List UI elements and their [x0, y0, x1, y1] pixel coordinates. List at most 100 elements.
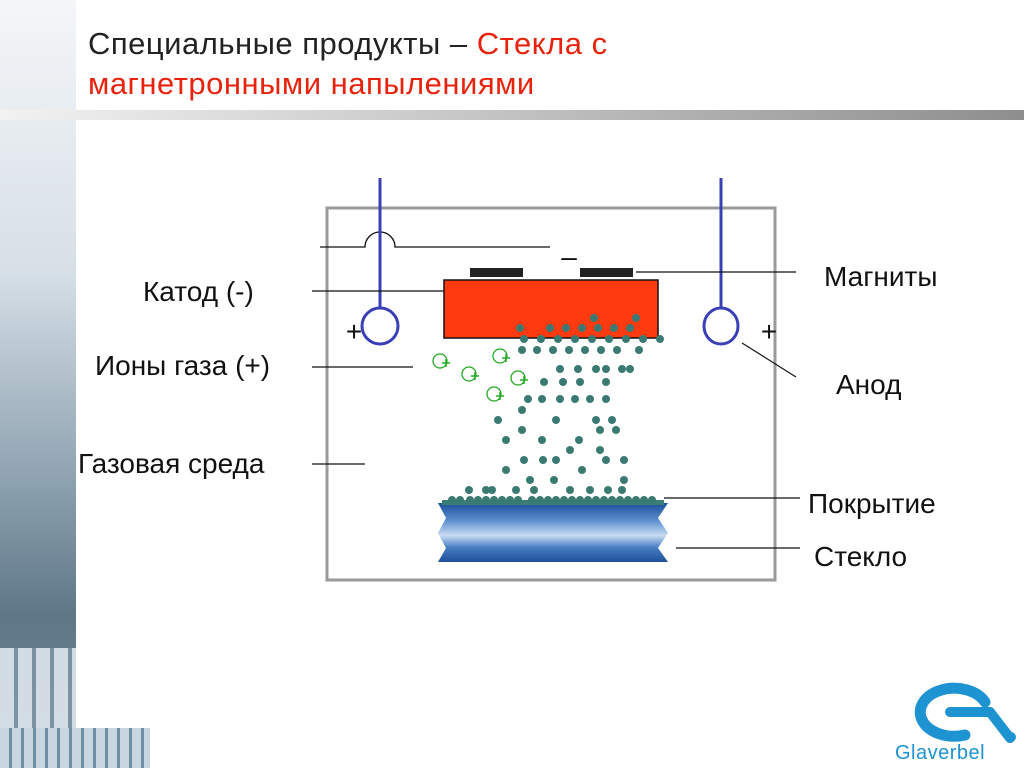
particle-dot — [576, 496, 584, 504]
particle-dot — [559, 378, 567, 386]
particle-dot — [626, 365, 634, 373]
particle-dot — [518, 406, 526, 414]
particle-dot — [594, 324, 602, 332]
particle-dot — [526, 476, 534, 484]
particle-dot — [482, 486, 490, 494]
magnet-left — [470, 268, 523, 277]
particle-dot — [552, 456, 560, 464]
particle-dot — [562, 324, 570, 332]
title-main: Специальные продукты – — [88, 26, 477, 61]
particle-dot — [514, 496, 522, 504]
particle-dot — [448, 496, 456, 504]
gas-inlet-line — [320, 231, 550, 248]
particle-dot — [544, 496, 552, 504]
label-magnets: Магниты — [824, 261, 938, 292]
gas-ion-icon — [432, 353, 450, 369]
particle-dot — [552, 496, 560, 504]
particle-dot — [575, 436, 583, 444]
right-anode-ring — [702, 306, 740, 346]
particle-dot — [602, 378, 610, 386]
particle-dot — [490, 496, 498, 504]
label-coating: Покрытие — [808, 488, 936, 519]
particle-dot — [512, 486, 520, 494]
particle-dot — [549, 346, 557, 354]
particle-dot — [592, 496, 600, 504]
particle-dot — [640, 496, 648, 504]
gas-ion-icon — [461, 366, 479, 382]
particle-dot — [465, 486, 473, 494]
particle-dot — [566, 446, 574, 454]
particle-dot — [596, 446, 604, 454]
label-gas-medium: Газовая среда — [78, 448, 265, 479]
particle-dot — [554, 335, 562, 343]
gas-ion-icon — [492, 348, 510, 364]
right-plus-sign: + — [761, 316, 777, 347]
particle-dot — [502, 466, 510, 474]
particle-dot — [524, 395, 532, 403]
particle-dot — [656, 335, 664, 343]
particle-dot — [635, 346, 643, 354]
particle-dot — [596, 426, 604, 434]
particle-dot — [498, 496, 506, 504]
particle-dot — [624, 496, 632, 504]
particle-dot — [456, 496, 464, 504]
particle-dot — [602, 456, 610, 464]
particle-dot — [648, 496, 656, 504]
particle-dot — [586, 395, 594, 403]
magnet-right — [580, 268, 633, 277]
particle-dot — [566, 486, 574, 494]
particle-dot — [540, 378, 548, 386]
side-decoration-strip — [0, 0, 76, 768]
particle-dot — [584, 496, 592, 504]
particle-dot — [613, 346, 621, 354]
particle-dot — [620, 456, 628, 464]
particle-dot — [530, 486, 538, 494]
particle-dot — [639, 335, 647, 343]
particle-dot — [602, 365, 610, 373]
particle-dot — [604, 486, 612, 494]
gas-ion-icon — [510, 370, 528, 386]
particle-dot — [618, 365, 626, 373]
particle-dot — [538, 436, 546, 444]
particle-dot — [516, 324, 524, 332]
particle-dot — [568, 496, 576, 504]
particle-dot — [592, 416, 600, 424]
particle-dot — [620, 476, 628, 484]
particle-dot — [574, 365, 582, 373]
particle-dot — [494, 416, 502, 424]
particle-dot — [571, 395, 579, 403]
title-accent: Стекла с — [476, 26, 608, 61]
particle-dot — [565, 346, 573, 354]
glaverbel-logo-icon — [914, 682, 1016, 743]
particle-dot — [518, 426, 526, 434]
particle-dot — [571, 335, 579, 343]
label-cathode: Катод (-) — [143, 276, 254, 307]
particle-dot — [552, 416, 560, 424]
particle-dot — [602, 395, 610, 403]
left-plus-sign: + — [346, 316, 362, 347]
particle-dot — [546, 324, 554, 332]
cathode-minus-sign: – — [561, 241, 577, 272]
particle-dot — [560, 496, 568, 504]
label-glass: Стекло — [814, 541, 908, 572]
glass-substrate — [438, 503, 668, 562]
left-anode-ring — [360, 306, 400, 346]
anode-leader-line — [741, 342, 797, 378]
particle-dot — [581, 346, 589, 354]
particle-dot — [556, 395, 564, 403]
particle-dot — [536, 496, 544, 504]
label-anode: Анод — [836, 369, 902, 400]
particle-dot — [632, 314, 640, 322]
particle-dot — [576, 378, 584, 386]
particle-dot — [612, 426, 620, 434]
building-photo-block — [0, 728, 150, 768]
particle-dot — [588, 335, 596, 343]
particle-dot — [590, 314, 598, 322]
particle-dot — [520, 335, 528, 343]
particle-dot — [539, 456, 547, 464]
particle-dot — [520, 456, 528, 464]
particle-dot — [608, 496, 616, 504]
logo-text: Glaverbel — [895, 742, 986, 764]
particle-dot — [578, 324, 586, 332]
